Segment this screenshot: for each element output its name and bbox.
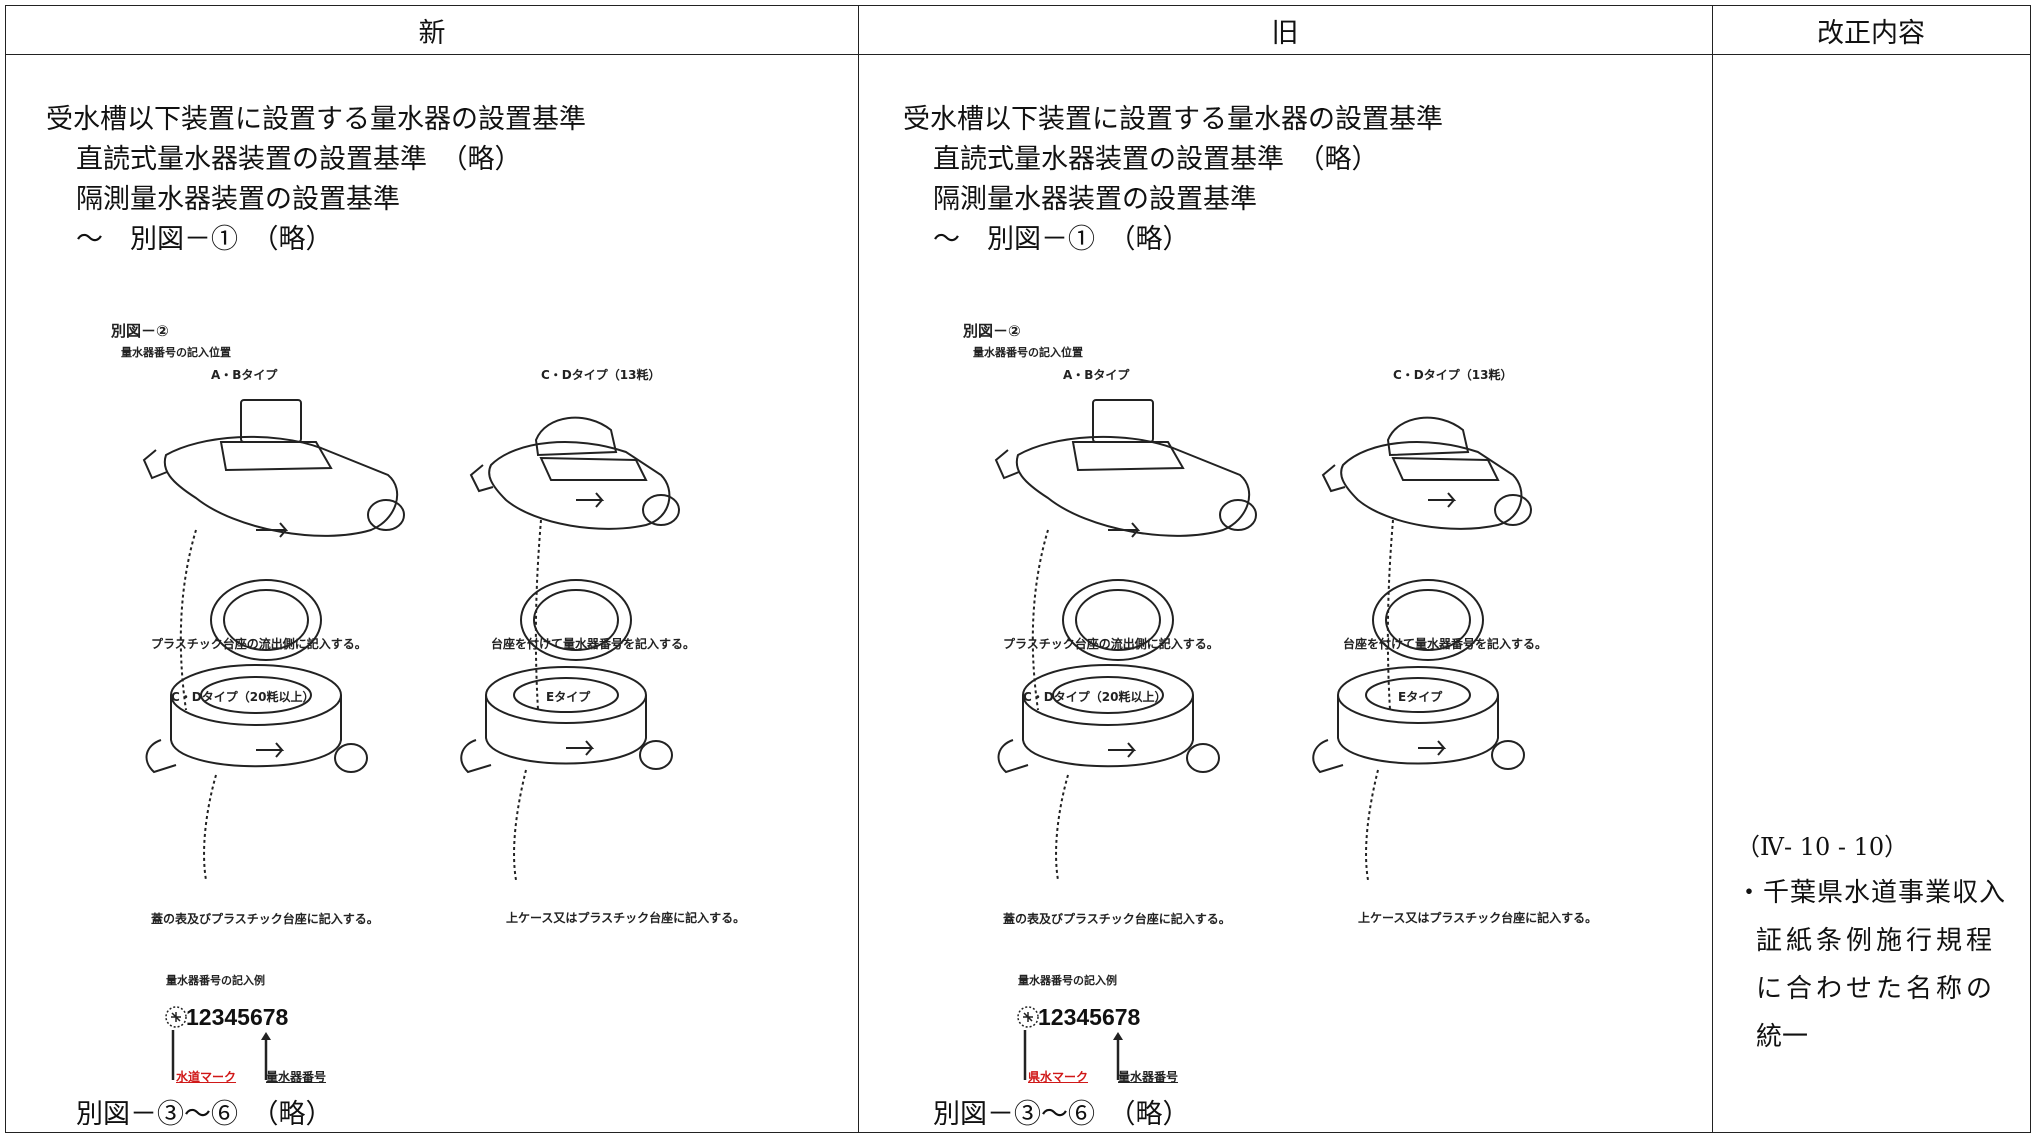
caption-e: 上ケース又はプラスチック台座に記入する。 (1358, 911, 1598, 925)
water-mark-icon (165, 1006, 187, 1028)
meter-e-drawing (1312, 579, 1525, 881)
text-line: ～ 別図－① （略） (76, 224, 333, 255)
column-new: 受水槽以下装置に設置する量水器の設置基準 直読式量水器装置の設置基準 （略） 隔… (6, 55, 858, 1132)
caption-ab: プラスチック台座の流出側に記入する。 (1003, 637, 1219, 651)
footer-line: 別図－③～⑥ （略） (933, 1099, 1190, 1130)
change-note-line: 統一 (1756, 1022, 1809, 1052)
label-type-cd20: C・Dタイプ（20粍以上） (1023, 690, 1167, 704)
water-mark-icon (1017, 1006, 1039, 1028)
figure-title: 別図－② (111, 322, 169, 340)
text-line: 直読式量水器装置の設置基準 （略） (933, 144, 1379, 175)
meter-ab-drawing (142, 399, 405, 711)
example-pointer-lines (171, 1030, 271, 1080)
meter-drawings (994, 399, 1532, 881)
text-line: ～ 別図－① （略） (933, 224, 1190, 255)
caption-e: 上ケース又はプラスチック台座に記入する。 (506, 911, 746, 925)
change-note-line: 証紙条例施行規程 (1756, 926, 1997, 956)
label-type-e: Eタイプ (546, 690, 591, 704)
mark-label: 水道マーク (176, 1070, 237, 1084)
label-type-cd13: C・Dタイプ（13粍） (541, 368, 661, 382)
figure-meter-positions: 別図－② 量水器番号の記入位置 A・Bタイプ C・Dタイプ（13粍） (106, 320, 806, 1084)
meter-drawings (142, 399, 680, 881)
example-label: 量水器番号の記入例 (1018, 974, 1117, 987)
caption-cd20: 蓋の表及びプラスチック台座に記入する。 (151, 912, 379, 926)
comparison-table: 新 旧 改正内容 受水槽以下装置に設置する量水器の設置基準 直読式量水器装置の設… (5, 5, 2031, 1133)
heading-line: 受水槽以下装置に設置する量水器の設置基準 (46, 104, 586, 135)
header-change: 改正内容 (1817, 17, 1925, 49)
heading-line: 受水槽以下装置に設置する量水器の設置基準 (903, 104, 1443, 135)
figure-subtitle: 量水器番号の記入位置 (973, 346, 1083, 359)
meter-cd20-drawing (145, 579, 368, 881)
number-label: 量水器番号 (1118, 1070, 1179, 1084)
text-line: 直読式量水器装置の設置基準 （略） (76, 144, 522, 175)
change-note-line: ・千葉県水道事業収入 (1736, 878, 2007, 908)
column-change: （Ⅳ- 10 - 10） ・千葉県水道事業収入 証紙条例施行規程 に合わせた名称… (1712, 55, 2030, 1132)
revision-ref: （Ⅳ- 10 - 10） (1736, 833, 1909, 861)
example-number: 12345678 (1038, 1004, 1141, 1030)
meter-ab-drawing (994, 399, 1257, 711)
mark-label: 県水マーク (1028, 1070, 1089, 1084)
caption-cd13: 台座を付けて量水器番号を記入する。 (491, 637, 696, 651)
label-type-e: Eタイプ (1398, 690, 1443, 704)
number-label: 量水器番号 (266, 1070, 327, 1084)
label-type-ab: A・Bタイプ (1063, 368, 1130, 382)
footer-line: 別図－③～⑥ （略） (76, 1099, 333, 1130)
label-type-cd20: C・Dタイプ（20粍以上） (171, 690, 315, 704)
text-line: 隔測量水器装置の設置基準 (76, 184, 400, 215)
column-old: 受水槽以下装置に設置する量水器の設置基準 直読式量水器装置の設置基準 （略） 隔… (858, 55, 1712, 1132)
caption-ab: プラスチック台座の流出側に記入する。 (151, 637, 367, 651)
example-label: 量水器番号の記入例 (166, 974, 265, 987)
example-number: 12345678 (186, 1004, 289, 1030)
label-type-ab: A・Bタイプ (211, 368, 278, 382)
figure-title: 別図－② (963, 322, 1021, 340)
meter-cd13-drawing (1321, 416, 1532, 711)
figure-meter-positions: 別図－② 量水器番号の記入位置 A・Bタイプ C・Dタイプ（13粍） (958, 320, 1658, 1084)
caption-cd13: 台座を付けて量水器番号を記入する。 (1343, 637, 1548, 651)
change-note-line: に合わせた名称の (1756, 974, 1997, 1004)
column-divider (1712, 6, 1713, 1132)
meter-cd13-drawing (469, 416, 680, 711)
label-type-cd13: C・Dタイプ（13粍） (1393, 368, 1513, 382)
header-old: 旧 (1271, 17, 1299, 49)
header-new: 新 (418, 17, 446, 49)
figure-subtitle: 量水器番号の記入位置 (121, 346, 231, 359)
meter-e-drawing (460, 579, 673, 881)
caption-cd20: 蓋の表及びプラスチック台座に記入する。 (1003, 912, 1231, 926)
meter-cd20-drawing (997, 579, 1220, 881)
header-divider (6, 54, 2030, 55)
column-divider (858, 6, 859, 1132)
example-pointer-lines (1023, 1030, 1123, 1080)
text-line: 隔測量水器装置の設置基準 (933, 184, 1257, 215)
